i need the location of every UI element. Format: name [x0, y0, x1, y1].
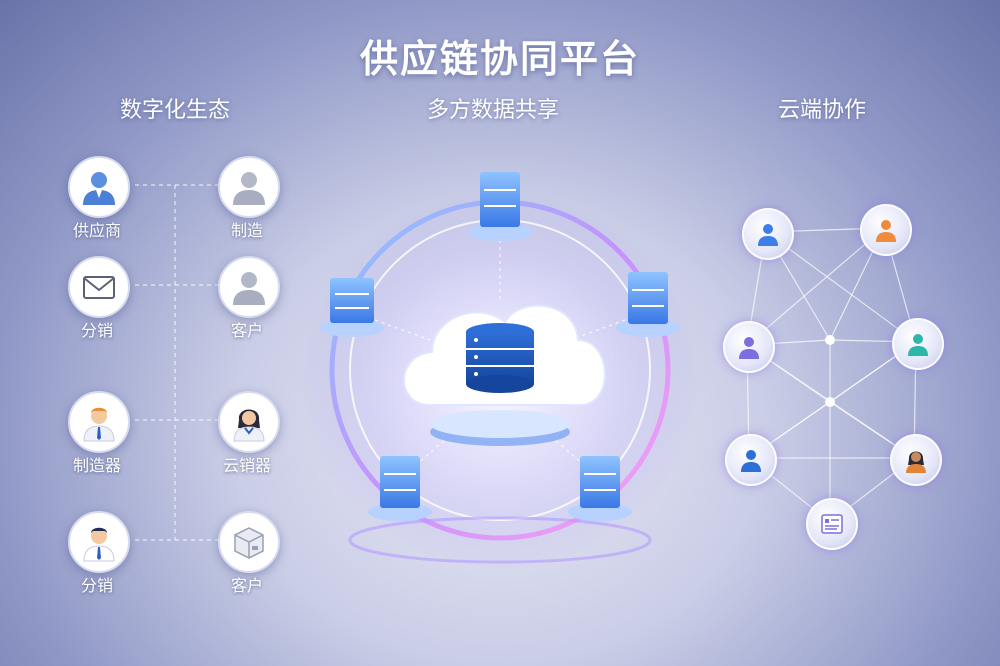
- network-hub-dot: [825, 397, 835, 407]
- server-icon-bottom-left: [368, 456, 432, 521]
- hub-pedestal-top: [430, 410, 570, 438]
- collaborator-node-7[interactable]: [806, 498, 858, 550]
- user-icon: [741, 450, 761, 472]
- server-icon-top: [468, 172, 532, 241]
- woman-avatar-icon: [906, 451, 926, 473]
- network-hub-dot: [825, 335, 835, 345]
- distribution-label: 分销: [80, 321, 113, 340]
- cloud-seller-label: 云销器: [222, 456, 271, 475]
- collaborator-node-6[interactable]: [890, 434, 942, 486]
- hub-base-ring: [348, 516, 652, 564]
- user-icon: [233, 172, 265, 205]
- collaborator-node-1[interactable]: [742, 208, 794, 260]
- customer-node-2[interactable]: [218, 511, 280, 573]
- user-icon: [739, 337, 759, 359]
- manufacturing-node[interactable]: [218, 156, 280, 218]
- distribution-node[interactable]: [68, 256, 130, 318]
- supplier-node[interactable]: [68, 156, 130, 218]
- collaborator-node-4[interactable]: [892, 318, 944, 370]
- envelope-icon: [83, 276, 115, 299]
- collaborator-node-5[interactable]: [725, 434, 777, 486]
- collaborator-node-2[interactable]: [860, 204, 912, 256]
- cloud-database-icon: [403, 304, 606, 406]
- manufacturer-node[interactable]: [68, 391, 130, 453]
- box-icon: [234, 527, 264, 559]
- section-title-cloud-collaboration: 云端协作: [778, 98, 867, 123]
- doctor-avatar-icon: [83, 527, 115, 562]
- user-icon: [876, 220, 896, 242]
- collaborator-node-3[interactable]: [723, 321, 775, 373]
- manufacturing-label: 制造: [230, 221, 263, 240]
- user-icon: [758, 224, 778, 246]
- distribution-label-2: 分销: [80, 576, 113, 595]
- server-icon-bottom-right: [568, 456, 632, 521]
- customer-node[interactable]: [218, 256, 280, 318]
- document-icon: [821, 514, 843, 534]
- server-icon-left: [320, 278, 384, 337]
- section-title-data-sharing: 多方数据共享: [427, 98, 560, 123]
- supplier-label: 供应商: [72, 221, 121, 240]
- user-icon: [908, 334, 928, 356]
- page-title: 供应链协同平台: [359, 37, 640, 81]
- section-title-digital-ecosystem: 数字化生态: [120, 98, 231, 123]
- server-icon-right: [616, 272, 680, 337]
- customer-label: 客户: [230, 321, 263, 340]
- cloud-seller-node[interactable]: [218, 391, 280, 453]
- man-avatar-icon: [83, 407, 115, 442]
- manufacturer-label: 制造器: [72, 456, 121, 475]
- distribution-node-2[interactable]: [68, 511, 130, 573]
- woman-avatar-icon: [233, 409, 265, 442]
- user-icon: [233, 272, 265, 305]
- customer-label-2: 客户: [230, 576, 263, 595]
- supplier-avatar-icon: [83, 172, 115, 205]
